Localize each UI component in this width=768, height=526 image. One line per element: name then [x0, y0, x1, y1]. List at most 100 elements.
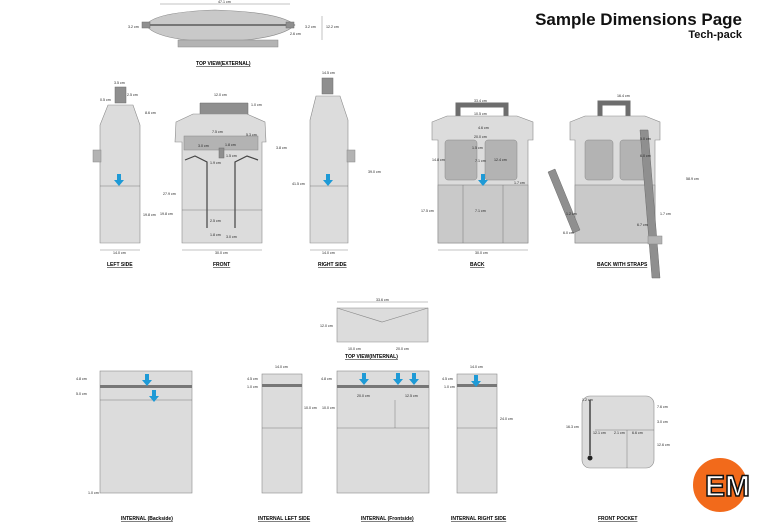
label-int-left: INTERNAL LEFT SIDE — [258, 516, 311, 522]
back-arrow-icon — [478, 174, 488, 186]
internal-backside-view: 4.8 cm 5.0 cm 1.0 cm INTERNAL (Backside) — [76, 370, 193, 522]
int-back-arrow-2-icon — [149, 390, 159, 402]
dim-fr-f: 5.3 cm — [246, 133, 257, 137]
dim-bs-e: 1.2 cm — [566, 212, 577, 216]
dim-fr-a: 12.0 cm — [214, 93, 227, 97]
right-side-handle — [321, 77, 334, 95]
top-view-base — [177, 39, 279, 48]
label-left-side: LEFT SIDE — [107, 262, 133, 268]
dim-top-right-c: 2.6 cm — [290, 32, 301, 36]
int-front-arrow-1-icon — [359, 373, 369, 385]
page-subtitle: Tech-pack — [688, 29, 742, 41]
dim-ls-e: 19.8 cm — [143, 213, 156, 217]
int-right-body — [456, 373, 498, 494]
left-side-handle — [114, 86, 127, 104]
internal-left-view: 14.0 cm 4.5 cm 1.0 cm 10.0 cm INTERNAL L… — [247, 365, 317, 522]
int-front-body — [336, 370, 430, 494]
dim-ls-w: 14.0 cm — [113, 251, 126, 255]
int-left-body — [261, 373, 303, 494]
dim-top-right-b: 12.2 cm — [326, 25, 339, 29]
dim-ti-w: 33.6 cm — [376, 298, 389, 302]
internal-front-view: 4.8 cm 20.0 cm 12.5 cm 10.0 cm INTERNAL … — [321, 370, 430, 522]
dim-bk-j: 17.5 cm — [421, 209, 434, 213]
zip-pull-right — [285, 21, 295, 29]
pocket-body — [581, 395, 655, 469]
front-zipper-right — [234, 155, 259, 228]
label-int-right: INTERNAL RIGHT SIDE — [451, 516, 507, 522]
brand-logo: EM — [691, 456, 751, 514]
dim-bk-h: 12.4 cm — [494, 158, 507, 162]
label-int-back: INTERNAL (Backside) — [121, 516, 173, 522]
label-front-pocket: FRONT POCKET — [598, 516, 637, 522]
int-back-body — [99, 370, 193, 494]
dim-ti-h: 12.0 cm — [320, 324, 333, 328]
dim-bk-k: 7.1 cm — [475, 209, 486, 213]
back-lower-panel — [437, 184, 529, 244]
dim-rs-h1: 41.5 cm — [292, 182, 305, 186]
dim-if-b: 10.0 cm — [322, 406, 335, 410]
dim-ir-a: 4.5 cm — [442, 377, 453, 381]
internal-right-view: 14.0 cm 4.5 cm 1.0 cm 24.0 cm INTERNAL R… — [442, 365, 513, 522]
left-side-loop — [92, 149, 102, 163]
dim-rs-h2: 39.0 cm — [368, 170, 381, 174]
label-back: BACK — [470, 262, 485, 268]
dim-ib-c: 1.0 cm — [88, 491, 99, 495]
front-buckle — [218, 147, 225, 159]
dim-if-a: 4.8 cm — [321, 377, 332, 381]
dim-ls-a: 3.5 cm — [114, 81, 125, 85]
logo-letters: EM — [705, 470, 750, 503]
top-internal-body — [336, 307, 429, 343]
dim-fp-f: 7.6 cm — [657, 405, 668, 409]
left-side-view: 3.5 cm 2.5 cm 0.5 cm 8.6 cm 19.8 cm 14.0… — [92, 81, 156, 268]
int-front-band — [337, 385, 429, 388]
dim-bs-h: 6.0 cm — [563, 231, 574, 235]
dim-fr-b: 1.0 cm — [251, 103, 262, 107]
back-with-straps-view: 16.4 cm 5.0 cm 6.0 cm 58.9 cm 1.2 cm 1.7… — [547, 94, 699, 279]
front-pocket-view: 1.2 cm 16.3 cm 12.1 cm 2.1 cm 6.6 cm 7.6… — [566, 395, 670, 522]
dim-fp-e: 6.6 cm — [632, 431, 643, 435]
dim-fr-m: 1.8 cm — [210, 233, 221, 237]
back-view: 33.4 cm 10.5 cm 4.6 cm 20.0 cm 1.5 cm 14… — [421, 99, 534, 268]
int-left-band — [262, 384, 302, 387]
dim-ls-c: 0.5 cm — [100, 98, 111, 102]
label-top-external: TOP VIEW(EXTERNAL) — [196, 61, 251, 67]
zip-pull-left — [141, 21, 151, 29]
top-view-internal: 33.6 cm 12.0 cm 10.0 cm 20.0 cm TOP VIEW… — [320, 298, 429, 360]
right-side-loop — [346, 149, 356, 163]
back-pad-right — [484, 139, 518, 181]
front-zipper-left — [184, 155, 208, 228]
right-side-arrow-icon — [323, 174, 333, 186]
dim-ir-b: 1.0 cm — [444, 385, 455, 389]
dim-fr-n: 3.0 cm — [226, 235, 237, 239]
dim-top-left: 3.2 cm — [128, 25, 139, 29]
int-front-arrow-2-icon — [393, 373, 403, 385]
dim-bk-a: 33.4 cm — [474, 99, 487, 103]
dim-rs-top: 14.5 cm — [322, 71, 335, 75]
label-front: FRONT — [213, 262, 230, 268]
dim-fr-i: 1.9 cm — [210, 161, 221, 165]
pocket-zip-pull — [587, 455, 593, 461]
dim-if-d: 12.5 cm — [405, 394, 418, 398]
right-side-body — [309, 95, 349, 244]
int-back-band — [100, 385, 192, 388]
label-back-straps: BACK WITH STRAPS — [597, 262, 648, 268]
dim-bk-c: 4.6 cm — [478, 126, 489, 130]
dim-fp-h: 12.6 cm — [657, 443, 670, 447]
dim-if-c: 20.0 cm — [357, 394, 370, 398]
straps-pad-left — [584, 139, 614, 181]
dim-fr-h: 3.8 cm — [276, 146, 287, 150]
dim-bs-c: 6.0 cm — [640, 154, 651, 158]
dim-bs-f: 1.7 cm — [660, 212, 671, 216]
dim-fr-g: 1.5 cm — [226, 154, 237, 158]
dim-ti-a: 10.0 cm — [348, 347, 361, 351]
dim-fp-b: 16.3 cm — [566, 425, 579, 429]
dim-ls-b: 2.5 cm — [127, 93, 138, 97]
right-side-view: 14.5 cm 41.5 cm 39.0 cm 14.0 cm RIGHT SI… — [292, 71, 381, 268]
dim-fr-e: 1.8 cm — [225, 143, 236, 147]
dim-bs-d: 58.9 cm — [686, 177, 699, 181]
dim-bs-g: 6.7 cm — [637, 223, 648, 227]
front-view: 12.0 cm 1.0 cm 7.5 cm 3.0 cm 1.8 cm 5.3 … — [160, 93, 287, 268]
dim-bk-i: 1.7 cm — [514, 181, 525, 185]
dim-fp-c: 12.1 cm — [593, 431, 606, 435]
dim-bk-b: 10.5 cm — [474, 112, 487, 116]
